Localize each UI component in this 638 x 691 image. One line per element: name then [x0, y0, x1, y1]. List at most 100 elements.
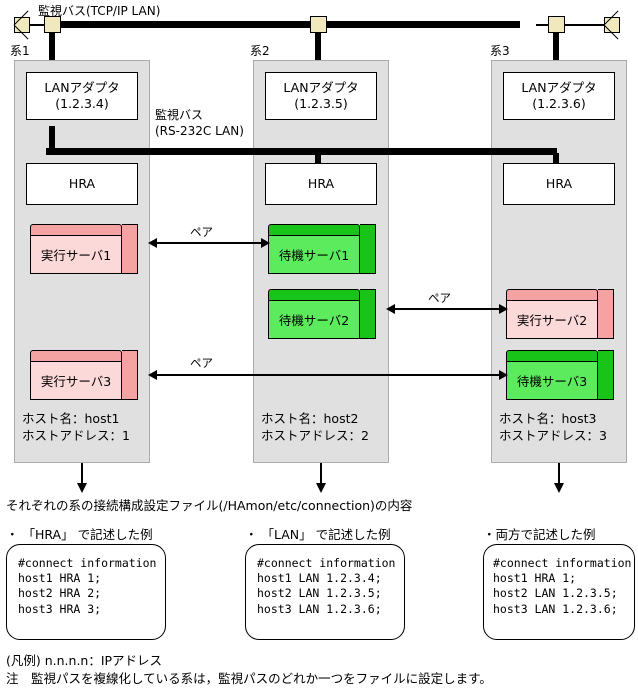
lan-adapter-address-2: (1.2.3.5): [294, 96, 348, 111]
hra-label-1: HRA: [68, 176, 96, 192]
server-box-standby-1[interactable]: 待機サーバ1: [268, 224, 376, 274]
down-arrow-line-3: [558, 463, 560, 485]
server-box-top-face: [30, 224, 122, 236]
lan-adapter-label-1: LANアダプタ: [44, 80, 120, 96]
server-box-top-face: [268, 289, 360, 301]
down-arrow-head-3: [554, 483, 564, 493]
hra-box-1: HRA: [26, 163, 138, 205]
down-arrow-line-2: [320, 463, 322, 485]
config-content-3: #connect information host1 HRA 1; host2 …: [493, 556, 632, 616]
server-label: 待機サーバ3: [516, 374, 588, 389]
down-arrow-head-2: [316, 483, 326, 493]
host-address-1: ホストアドレス：1: [22, 427, 130, 443]
host-info-3: ホスト名：host3 ホストアドレス：3: [499, 411, 607, 445]
bus-segment-right-thin: [536, 24, 604, 26]
down-arrow-line-1: [81, 463, 83, 485]
column-title-2: 系2: [250, 44, 270, 58]
bus-tap-3-icon: [548, 16, 565, 33]
server-label: 実行サーバ1: [40, 248, 112, 263]
serial-bus-label-line1: 監視バス: [155, 108, 204, 122]
host-address-2: ホストアドレス：2: [261, 427, 369, 443]
top-bus-line: [56, 21, 520, 28]
config-box-1: [6, 544, 166, 640]
server-label: 待機サーバ2: [278, 313, 350, 328]
column-title-1: 系1: [10, 44, 30, 58]
note-text: 注 監視パスを複線化している系は，監視パスのどれか一つをファイルに設定します。: [6, 671, 492, 686]
bus-drop-1: [49, 33, 55, 61]
pair-arrow-head-right-1: [261, 238, 270, 248]
server-box-top-face: [506, 350, 598, 362]
host-name-3: ホスト名：host3: [499, 411, 597, 426]
host-info-1: ホスト名：host1 ホストアドレス：1: [22, 411, 130, 445]
bus-segment-left-thin: [30, 24, 56, 26]
pair-label-2: ペア: [428, 291, 451, 305]
hra-label-3: HRA: [545, 176, 573, 192]
server-box-front-face: 待機サーバ3: [506, 361, 598, 400]
config-example-bullet-1: ・ 「HRA」 で記述した例: [6, 527, 153, 542]
server-box-front-face: 実行サーバ3: [30, 361, 122, 400]
serial-bus-drop-1: [49, 126, 55, 150]
server-box-top-face: [30, 350, 122, 362]
bus-drop-3: [553, 33, 559, 61]
server-box-top-face: [506, 289, 598, 301]
config-example-bullet-3: ・両方で記述した例: [483, 527, 596, 542]
server-box-top-face: [268, 224, 360, 236]
serial-bus-drop-3: [553, 153, 559, 171]
system-panel-3: [491, 60, 627, 463]
hra-box-2: HRA: [265, 163, 377, 205]
config-content-2: #connect information host1 LAN 1.2.3.4; …: [257, 556, 396, 616]
config-example-bullet-2: ・ 「LAN」 で記述した例: [245, 527, 391, 542]
pair-label-3: ペア: [190, 356, 213, 370]
lan-adapter-box-2: LANアダプタ (1.2.3.5): [265, 72, 377, 120]
server-box-front-face: 実行サーバ2: [506, 300, 598, 339]
server-box-standby-3[interactable]: 待機サーバ3: [506, 350, 614, 400]
server-box-active-2[interactable]: 実行サーバ2: [506, 289, 614, 339]
config-box-2: [245, 544, 405, 640]
pair-arrow-head-right-3: [499, 370, 508, 380]
hra-box-3: HRA: [503, 163, 615, 205]
server-box-side-face: [360, 289, 376, 339]
serial-bus-label: 監視バス (RS-232C LAN): [155, 108, 244, 139]
pair-arrow-line-1: [157, 242, 261, 244]
lan-adapter-address-3: (1.2.3.6): [532, 96, 586, 111]
hra-label-2: HRA: [307, 176, 335, 192]
serial-bus-label-line2: (RS-232C LAN): [155, 123, 244, 138]
lan-adapter-label-3: LANアダプタ: [521, 80, 597, 96]
pair-label-1: ペア: [190, 225, 213, 239]
lan-adapter-box-3: LANアダプタ (1.2.3.6): [503, 72, 615, 120]
lan-adapter-address-1: (1.2.3.4): [55, 96, 109, 111]
serial-bus-line: [46, 148, 557, 155]
pair-arrow-head-right-2: [499, 304, 508, 314]
serial-bus-drop-2: [315, 153, 321, 171]
bus-tap-2-icon: [310, 16, 327, 33]
config-file-caption: それぞれの系の接続構成設定ファイル(/HAmon/etc/connection)…: [6, 498, 413, 513]
top-bus-label: 監視バス(TCP/IP LAN): [38, 4, 161, 18]
host-name-1: ホスト名：host1: [22, 411, 120, 426]
server-box-side-face: [122, 224, 138, 274]
bus-terminator-left-icon: [14, 17, 30, 33]
server-label: 待機サーバ1: [278, 248, 350, 263]
server-box-side-face: [598, 289, 614, 339]
host-info-2: ホスト名：host2 ホストアドレス：2: [261, 411, 369, 445]
server-box-standby-2[interactable]: 待機サーバ2: [268, 289, 376, 339]
server-box-active-1[interactable]: 実行サーバ1: [30, 224, 138, 274]
bus-drop-2: [315, 33, 321, 61]
server-box-front-face: 待機サーバ1: [268, 235, 360, 274]
config-box-3: [483, 544, 635, 640]
server-box-front-face: 待機サーバ2: [268, 300, 360, 339]
host-address-3: ホストアドレス：3: [499, 427, 607, 443]
server-label: 実行サーバ2: [516, 313, 588, 328]
server-box-active-3[interactable]: 実行サーバ3: [30, 350, 138, 400]
legend-text: (凡例) n.n.n.n：IPアドレス: [6, 653, 163, 668]
bus-terminator-right-icon: [604, 17, 620, 33]
server-box-side-face: [598, 350, 614, 400]
server-box-side-face: [122, 350, 138, 400]
config-content-1: #connect information host1 HRA 1; host2 …: [18, 556, 157, 616]
lan-adapter-label-2: LANアダプタ: [283, 80, 359, 96]
pair-arrow-line-3: [157, 374, 499, 376]
bus-tap-1-icon: [44, 16, 61, 33]
pair-arrow-line-2: [395, 308, 499, 310]
lan-adapter-box-1: LANアダプタ (1.2.3.4): [26, 72, 138, 120]
host-name-2: ホスト名：host2: [261, 411, 359, 426]
server-box-front-face: 実行サーバ1: [30, 235, 122, 274]
